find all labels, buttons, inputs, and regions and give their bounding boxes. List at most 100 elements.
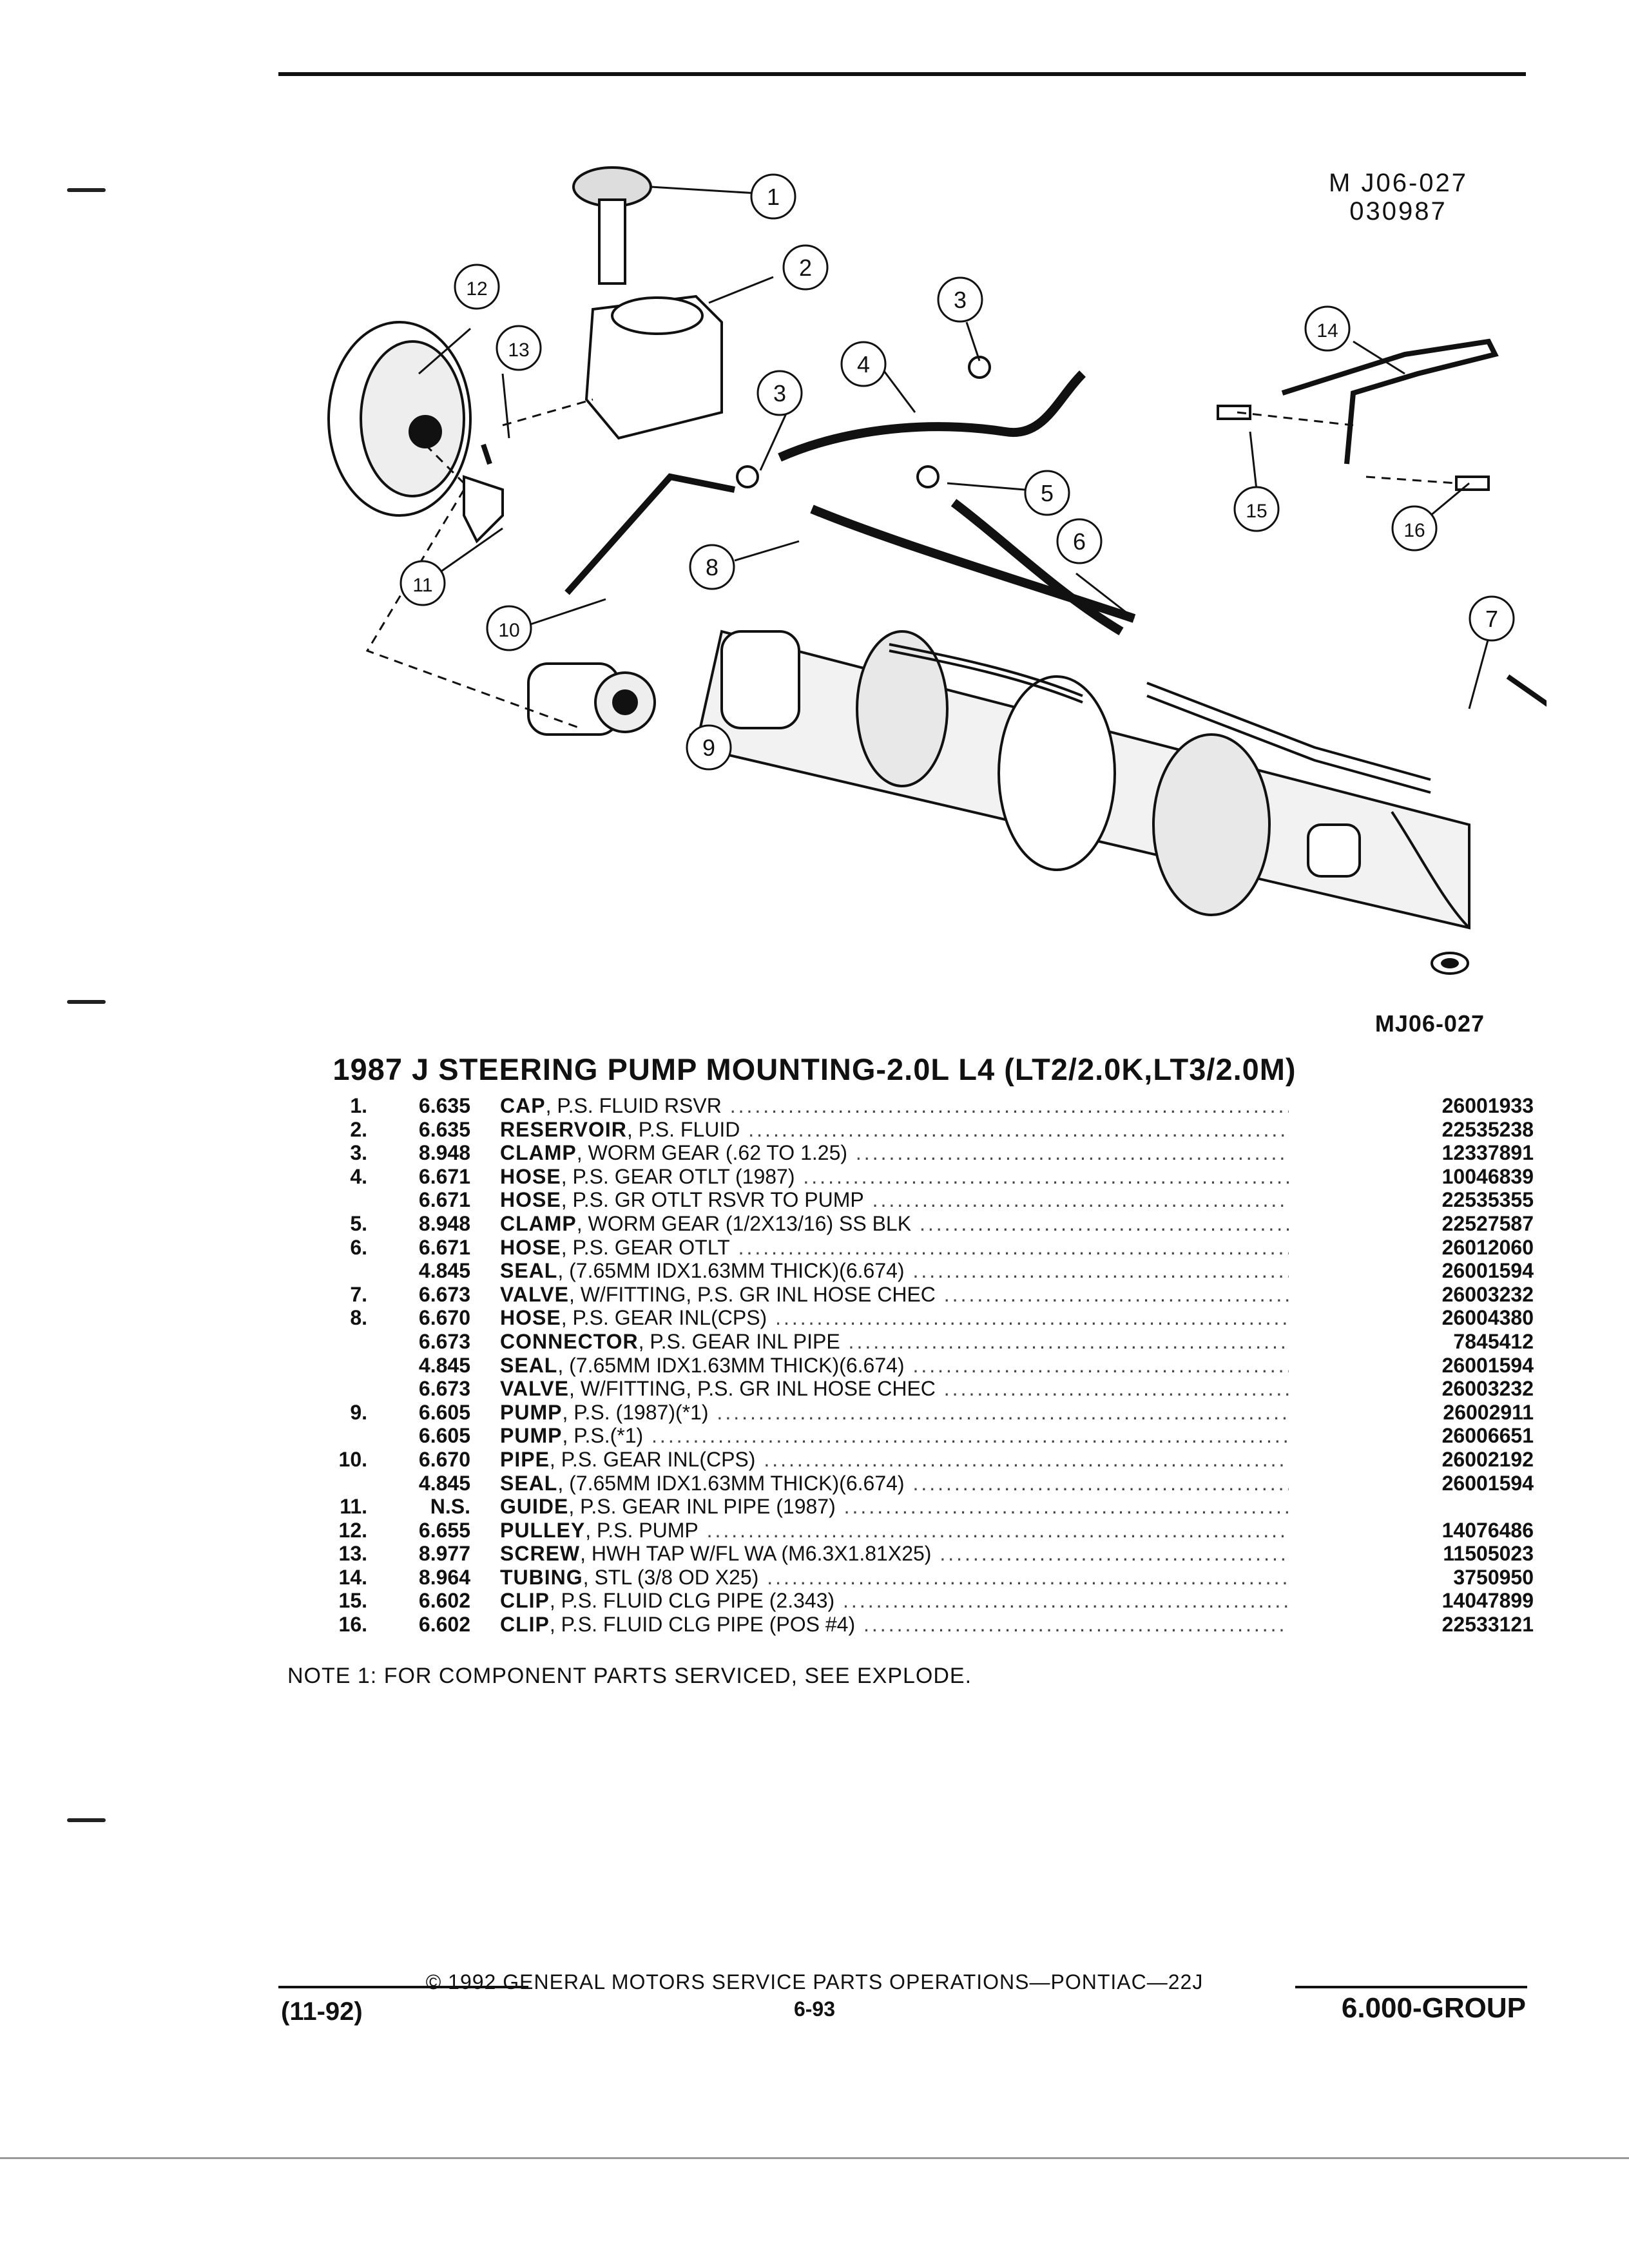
svg-text:4: 4 bbox=[857, 351, 870, 378]
part-index: 8. bbox=[350, 1306, 367, 1330]
part-number: 11505023 bbox=[1443, 1542, 1534, 1566]
part-group: 6.673 bbox=[418, 1282, 470, 1306]
part-index: 5. bbox=[350, 1211, 367, 1235]
leader-dots: ........................................… bbox=[843, 1589, 1289, 1613]
leader-dots: ........................................… bbox=[738, 1235, 1289, 1259]
part-index: 12. bbox=[338, 1518, 367, 1542]
part-group: 8.948 bbox=[418, 1211, 470, 1235]
parts-row: 4.845 SEAL, (7.65MM IDX1.63MM THICK)(6.67… bbox=[322, 1354, 1534, 1378]
part-index: 7. bbox=[350, 1282, 367, 1306]
part-detail: , HWH TAP W/FL WA (M6.3X1.81X25) bbox=[580, 1542, 932, 1566]
part-detail: , P.S. GEAR INL(CPS) bbox=[549, 1447, 756, 1471]
part-name: CLIP bbox=[500, 1613, 550, 1637]
callout-15: 15 bbox=[1233, 486, 1280, 532]
part-number: 3750950 bbox=[1453, 1565, 1534, 1589]
parts-row: 11.N.S.GUIDE, P.S. GEAR INL PIPE (1987) … bbox=[322, 1495, 1534, 1519]
svg-text:11: 11 bbox=[412, 575, 432, 596]
part-description: RESERVOIR, P.S. FLUID ..................… bbox=[500, 1118, 1289, 1141]
part-name: HOSE bbox=[500, 1188, 561, 1212]
part-description: VALVE, W/FITTING, P.S. GR INL HOSE CHEC … bbox=[500, 1377, 1289, 1400]
svg-text:8: 8 bbox=[706, 554, 718, 581]
part-group: 6.673 bbox=[418, 1329, 470, 1353]
part-index: 2. bbox=[350, 1117, 367, 1141]
callout-12: 12 bbox=[454, 264, 500, 310]
part-number: 26006651 bbox=[1441, 1424, 1534, 1448]
part-description: SEAL, (7.65MM IDX1.63MM THICK)(6.674) ..… bbox=[500, 1259, 1289, 1282]
part-detail: , WORM GEAR (.62 TO 1.25) bbox=[576, 1141, 848, 1165]
part-description: CAP, P.S. FLUID RSVR ...................… bbox=[500, 1094, 1289, 1117]
leader-dots: ........................................… bbox=[855, 1141, 1289, 1165]
part-index: 10. bbox=[338, 1447, 367, 1471]
svg-text:10: 10 bbox=[498, 620, 519, 641]
callout-2: 2 bbox=[782, 244, 829, 291]
part-name: HOSE bbox=[500, 1306, 561, 1330]
footer-group: 6.000-GROUP bbox=[1341, 1992, 1526, 2024]
part-number: 26003232 bbox=[1441, 1282, 1534, 1306]
callout-14: 14 bbox=[1304, 305, 1351, 352]
callout-11: 11 bbox=[400, 560, 446, 606]
part-name: HOSE bbox=[500, 1164, 561, 1188]
part-group: 6.671 bbox=[418, 1164, 470, 1188]
part-group: 6.602 bbox=[418, 1613, 470, 1637]
svg-text:6: 6 bbox=[1073, 528, 1086, 555]
svg-text:2: 2 bbox=[799, 255, 812, 281]
leader-dots: ........................................… bbox=[764, 1447, 1289, 1471]
part-number: 12337891 bbox=[1441, 1141, 1534, 1165]
part-group: 6.602 bbox=[418, 1589, 470, 1613]
part-detail: , STL (3/8 OD X25) bbox=[583, 1565, 759, 1589]
part-group: 6.635 bbox=[418, 1117, 470, 1141]
callout-9: 9 bbox=[686, 724, 732, 771]
part-description: PUMP, P.S.(*1) .........................… bbox=[500, 1424, 1289, 1447]
leader-dots: ........................................… bbox=[872, 1188, 1289, 1212]
part-detail: , (7.65MM IDX1.63MM THICK)(6.674) bbox=[557, 1259, 905, 1283]
part-description: HOSE, P.S. GR OTLT RSVR TO PUMP ........… bbox=[500, 1188, 1289, 1211]
part-number: 26001594 bbox=[1441, 1353, 1534, 1377]
footer-page-number: 6-93 bbox=[793, 1997, 836, 2021]
part-name: TUBING bbox=[500, 1565, 583, 1589]
part-description: SEAL, (7.65MM IDX1.63MM THICK)(6.674) ..… bbox=[500, 1354, 1289, 1377]
part-detail: , P.S. GEAR INL(CPS) bbox=[561, 1306, 767, 1330]
part-description: CONNECTOR, P.S. GEAR INL PIPE ..........… bbox=[500, 1330, 1289, 1353]
parts-row: 6.671 HOSE, P.S. GR OTLT RSVR TO PUMP ...… bbox=[322, 1188, 1534, 1212]
part-group: 8.948 bbox=[418, 1141, 470, 1165]
part-number: 26002911 bbox=[1443, 1400, 1534, 1424]
gm-logo-icon bbox=[1431, 952, 1469, 975]
part-description: TUBING, STL (3/8 OD X25) ...............… bbox=[500, 1566, 1289, 1589]
svg-text:3: 3 bbox=[773, 380, 786, 407]
part-group: 6.671 bbox=[418, 1188, 470, 1212]
part-number: 26002192 bbox=[1441, 1447, 1534, 1471]
diagram-code-bottom: MJ06-027 bbox=[1374, 1010, 1485, 1037]
part-group: 6.605 bbox=[418, 1400, 470, 1424]
part-detail: , P.S.(*1) bbox=[562, 1424, 644, 1448]
leader-dots: ........................................… bbox=[651, 1424, 1289, 1448]
callout-8: 8 bbox=[689, 544, 735, 590]
part-detail: , (7.65MM IDX1.63MM THICK)(6.674) bbox=[557, 1353, 905, 1377]
svg-text:16: 16 bbox=[1403, 520, 1425, 541]
part-detail: , W/FITTING, P.S. GR INL HOSE CHEC bbox=[568, 1377, 936, 1401]
part-group: 4.845 bbox=[418, 1353, 470, 1377]
part-name: VALVE bbox=[500, 1377, 569, 1401]
callout-4: 4 bbox=[840, 341, 887, 387]
callout-circles: 1 2 3 3 4 5 6 7 8 9 10 11 12 13 14 15 16 bbox=[400, 173, 1515, 771]
part-description: PULLEY, P.S. PUMP ......................… bbox=[500, 1519, 1289, 1542]
part-detail: , P.S. (1987)(*1) bbox=[562, 1400, 709, 1424]
part-detail: , P.S. FLUID bbox=[626, 1117, 740, 1141]
part-index: 1. bbox=[350, 1094, 367, 1117]
part-number: 22535238 bbox=[1441, 1117, 1534, 1141]
part-number: 26012060 bbox=[1441, 1235, 1534, 1259]
part-index: 16. bbox=[338, 1613, 367, 1637]
svg-text:5: 5 bbox=[1041, 480, 1054, 506]
punch-mark bbox=[67, 188, 106, 192]
diagram-code-top: M J06-027 030987 bbox=[1329, 169, 1468, 226]
leader-dots: ........................................… bbox=[863, 1613, 1289, 1637]
part-name: GUIDE bbox=[500, 1495, 569, 1519]
exploded-parts-diagram: 1 2 3 3 4 5 6 7 8 9 10 11 12 13 14 15 16 bbox=[309, 129, 1574, 979]
